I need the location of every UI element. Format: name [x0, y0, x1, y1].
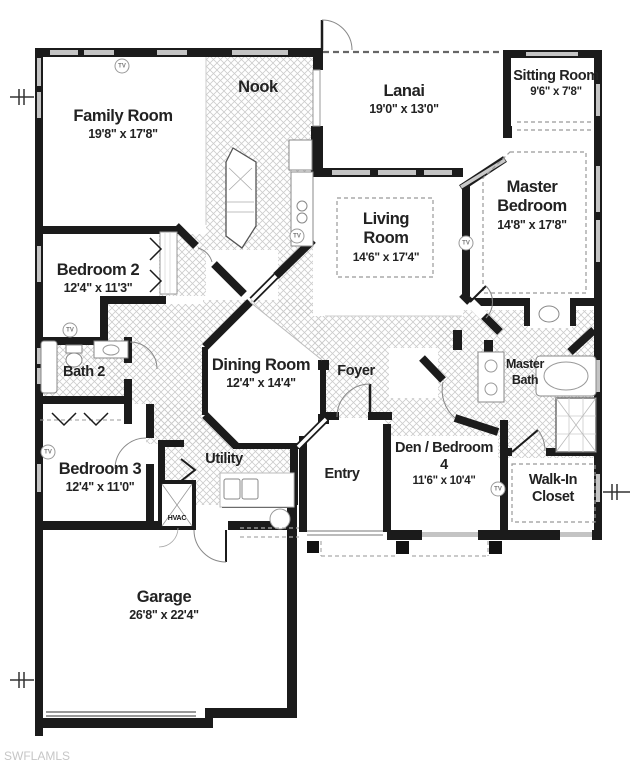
label-master-bedroom: Master Bedroom 14'8" x 17'8" — [482, 178, 582, 233]
label-family-room: Family Room 19'8" x 17'8" — [73, 107, 173, 142]
tv-marker: TV — [458, 235, 474, 251]
room-name: Walk-In Closet — [528, 472, 578, 506]
room-floors — [43, 52, 596, 712]
label-garage: Garage 26'8" x 22'4" — [129, 588, 199, 623]
room-name: Entry — [324, 466, 360, 482]
room-name: Bedroom 2 — [56, 261, 140, 279]
label-bath-2: Bath 2 — [63, 364, 105, 381]
room-name: Nook — [238, 78, 278, 96]
room-name: Utility — [205, 451, 243, 467]
room-name: Master Bath — [506, 357, 544, 388]
label-walk-in-closet: Walk-In Closet — [514, 472, 592, 506]
room-dims: 26'8" x 22'4" — [129, 608, 199, 623]
room-name: Garage — [136, 588, 192, 606]
label-living-room: Living Room 14'6" x 17'4" — [348, 210, 424, 264]
room-dims: 11'6" x 10'4" — [412, 475, 476, 488]
room-dims: 12'4" x 11'0" — [65, 480, 135, 495]
watermark: SWFLAMLS — [4, 749, 71, 763]
tv-marker: TV — [114, 58, 130, 74]
room-dims: 19'8" x 17'8" — [88, 127, 158, 142]
label-bedroom-2: Bedroom 2 12'4" x 11'3" — [57, 261, 140, 296]
room-name: Living Room — [362, 210, 410, 248]
room-dims: 14'8" x 17'8" — [497, 217, 567, 232]
room-dims: 19'0" x 13'0" — [369, 102, 439, 117]
room-dims: 12'4" x 11'3" — [63, 281, 133, 296]
label-entry: Entry — [324, 466, 359, 483]
windows — [37, 50, 600, 537]
label-dining-room: Dining Room 12'4" x 14'4" — [211, 356, 311, 391]
room-name: Bedroom 3 — [58, 460, 142, 478]
label-foyer: Foyer — [337, 363, 375, 380]
room-dims: 12'4" x 14'4" — [226, 376, 296, 391]
label-utility: Utility — [205, 451, 243, 468]
room-name: Den / Bedroom 4 — [395, 440, 493, 474]
label-hvac: HVAC — [167, 515, 187, 522]
room-name: Dining Room — [211, 356, 311, 374]
label-lanai: Lanai 19'0" x 13'0" — [369, 82, 439, 117]
room-dims: 9'6" x 7'8" — [530, 86, 582, 99]
doors — [51, 19, 546, 563]
label-sitting-room: Sitting Room 9'6" x 7'8" — [513, 68, 599, 100]
room-dims: 14'6" x 17'4" — [352, 249, 420, 264]
label-bedroom-3: Bedroom 3 12'4" x 11'0" — [59, 460, 142, 495]
room-name: Foyer — [337, 363, 375, 379]
label-master-bath: Master Bath — [493, 356, 557, 389]
room-name: Master Bedroom — [497, 178, 567, 216]
label-den-bedroom-4: Den / Bedroom 4 11'6" x 10'4" — [392, 440, 496, 489]
tv-marker: TV — [289, 228, 305, 244]
tv-marker: TV — [62, 322, 78, 338]
room-name: Lanai — [383, 82, 425, 100]
tv-marker: TV — [40, 444, 56, 460]
tv-marker: TV — [490, 481, 506, 497]
room-name: Family Room — [73, 107, 173, 125]
room-name: Sitting Room — [513, 68, 599, 84]
interior-features — [40, 57, 597, 530]
label-nook: Nook — [238, 78, 278, 97]
porch-and-marks — [10, 50, 630, 717]
room-name: Bath 2 — [63, 364, 105, 380]
